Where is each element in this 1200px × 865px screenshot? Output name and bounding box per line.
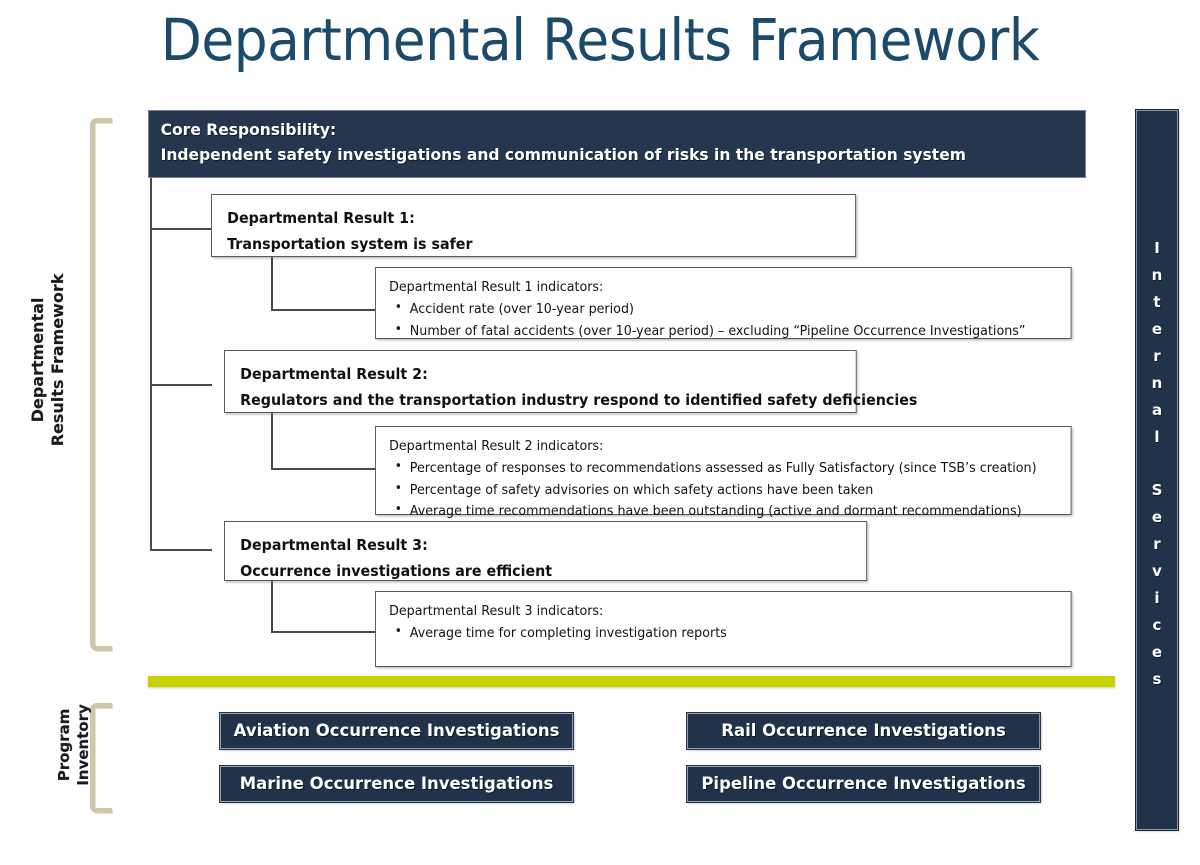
trunk-connector (150, 178, 152, 550)
internal-services-char: a (1151, 401, 1163, 419)
program-box-aviation[interactable]: Aviation Occurrence Investigations (219, 712, 575, 750)
elbow-vertical-result-2 (271, 413, 273, 470)
elbow-vertical-result-1 (271, 257, 273, 311)
internal-services-char: e (1151, 508, 1163, 526)
green-divider-bar (148, 676, 1115, 687)
internal-services-char: r (1153, 535, 1161, 553)
indicator-item: Percentage of responses to recommendatio… (389, 457, 1061, 479)
internal-services-char: e (1151, 320, 1163, 338)
internal-services-char: e (1151, 643, 1163, 661)
elbow-horizontal-result-2 (271, 468, 376, 470)
page-title: Departmental Results Framework (160, 6, 1040, 74)
program-box-marine[interactable]: Marine Occurrence Investigations (219, 765, 575, 803)
inventory-side-label-line1: Program (55, 708, 73, 782)
result-2-heading: Departmental Result 2: (240, 365, 428, 383)
framework-side-label-line2: Results Framework (48, 273, 68, 447)
result-box-1: Departmental Result 1: Transportation sy… (211, 194, 857, 257)
indicator-item: Accident rate (over 10-year period) (389, 298, 1061, 320)
internal-services-char: t (1153, 293, 1161, 311)
internal-services-char: n (1151, 266, 1163, 284)
internal-services-char: c (1152, 616, 1162, 634)
inventory-side-label: Program Inventory (55, 680, 93, 810)
indicators-box-1: Departmental Result 1 indicators: Accide… (375, 267, 1072, 342)
internal-services-char: s (1152, 670, 1162, 688)
indicator-item: Average time recommendations have been o… (389, 500, 1061, 522)
internal-services-char: S (1151, 481, 1163, 499)
indicators-2-heading: Departmental Result 2 indicators: (389, 438, 604, 454)
result-3-statement: Occurrence investigations are efficient (240, 562, 553, 581)
elbow-horizontal-result-1 (271, 309, 376, 311)
indicator-item: Number of fatal accidents (over 10-year … (389, 320, 1061, 342)
result-3-heading: Departmental Result 3: (240, 536, 428, 554)
core-responsibility-box: Core Responsibility: Independent safety … (148, 110, 1086, 178)
program-box-pipeline[interactable]: Pipeline Occurrence Investigations (686, 765, 1042, 803)
result-box-3: Departmental Result 3: Occurrence invest… (224, 521, 868, 581)
core-responsibility-heading: Core Responsibility: (160, 120, 337, 139)
internal-services-char: v (1152, 562, 1162, 580)
indicators-2-list: Percentage of responses to recommendatio… (389, 457, 1061, 522)
indicators-1-list: Accident rate (over 10-year period) Numb… (389, 298, 1061, 342)
core-responsibility-text: Independent safety investigations and co… (160, 144, 966, 164)
indicators-1-heading: Departmental Result 1 indicators: (389, 279, 604, 295)
result-box-2: Departmental Result 2: Regulators and th… (224, 350, 918, 413)
internal-services-char: r (1153, 347, 1161, 365)
framework-side-label: Departmental Results Framework (28, 195, 69, 525)
inventory-bracket (90, 703, 112, 813)
branch-connector-result-1 (150, 228, 212, 230)
internal-services-char: n (1151, 374, 1163, 392)
internal-services-char: I (1154, 239, 1160, 257)
framework-side-label-line1: Departmental (28, 297, 47, 423)
branch-connector-result-3 (150, 549, 212, 551)
result-1-heading: Departmental Result 1: (227, 209, 415, 227)
elbow-vertical-result-3 (271, 578, 273, 633)
branch-connector-result-2 (150, 384, 212, 386)
indicators-box-3: Departmental Result 3 indicators: Averag… (375, 591, 1072, 667)
result-2-statement: Regulators and the transportation indust… (240, 391, 918, 410)
elbow-horizontal-result-3 (271, 631, 376, 633)
internal-services-char: l (1154, 428, 1160, 446)
indicator-item: Percentage of safety advisories on which… (389, 479, 1061, 501)
indicators-3-list: Average time for completing investigatio… (389, 622, 1061, 644)
program-box-rail[interactable]: Rail Occurrence Investigations (686, 712, 1042, 750)
indicators-3-heading: Departmental Result 3 indicators: (389, 603, 604, 619)
framework-bracket (90, 118, 112, 651)
result-1-statement: Transportation system is safer (227, 235, 473, 254)
internal-services-char: i (1154, 589, 1160, 607)
indicator-item: Average time for completing investigatio… (389, 622, 1061, 644)
indicators-box-2: Departmental Result 2 indicators: Percen… (375, 426, 1072, 521)
inventory-side-label-line2: Inventory (74, 704, 93, 786)
